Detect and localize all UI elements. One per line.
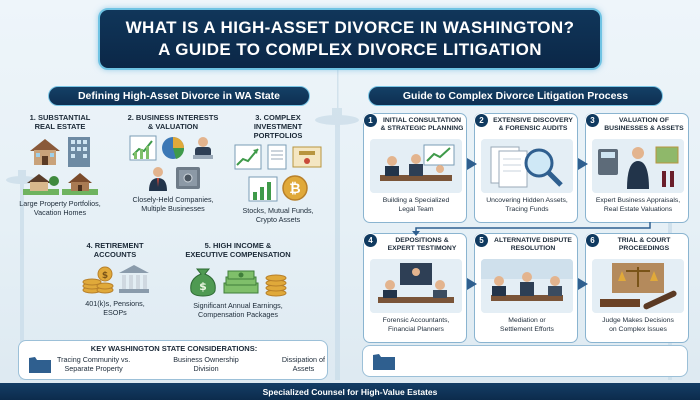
category-caption: Large Property Portfolios,Vacation Homes [19,199,101,217]
category-real-estate: 1. SubstantialReal Estate Large Property… [8,113,112,217]
title-line-2: A Guide to Complex Divorce Litigation [158,40,542,59]
businessman-icon [148,167,167,191]
arrow-right-icon [578,158,588,170]
arrow-return-icon [412,222,651,236]
category-caption: Closely-Held Companies,Multiple Business… [132,195,214,213]
step-caption: Expert Business Appraisals,Real Estate V… [595,197,681,213]
category-caption: 401(k)s, Pensions,ESOPs [85,299,145,317]
category-title: 2. Business Interests& Valuation [127,113,219,131]
arrow-right-icon [467,278,477,290]
process-step-5: 5 Alternative DisputeResolution Mediatio… [474,233,578,343]
step-number-badge: 4 [363,233,378,248]
step-caption: Forensic Accountants,Financial Planners [382,317,450,333]
document-icon [267,144,287,170]
step-title: Extensive Discovery& Forensic Audits [493,117,573,132]
step-number-badge: 3 [585,113,600,128]
step-title: Trial & CourtProceedings [617,237,671,252]
footer-banner: Specialized Counsel for High-Value Estat… [0,383,700,400]
svg-text:$: $ [199,280,207,293]
step-title: Depositions &Expert Testimony [387,237,457,252]
washington-state-map-icon [29,357,51,373]
laptop-person-icon [193,137,213,159]
category-title: 5. High Income &Executive Compensation [185,241,291,259]
category-high-income: 5. High Income &Executive Compensation $… [178,241,298,319]
step-title: Alternative DisputeResolution [494,237,572,252]
growth-chart-icon [129,135,157,161]
building-icon [67,137,90,167]
step-caption: Uncovering Hidden Assets,Tracing Funds [486,197,568,213]
step-number-badge: 2 [474,113,489,128]
step-number-badge: 1 [363,113,378,128]
category-business-interests: 2. Business Interests& Valuation Closely… [118,113,228,213]
svg-text:₿: ₿ [289,181,300,197]
safe-icon [175,167,200,189]
house-icon [29,139,60,165]
category-caption: Stocks, Mutual Funds,Crypto Assets [242,206,314,224]
bonus-certificate-icon [292,146,322,168]
left-section-heading: Defining High-Asset Divorce in WA State [48,86,310,106]
coin-stack-icon: $ [82,266,113,294]
category-retirement-accounts: 4. RetirementAccounts $ 401(k)s, Pension… [62,241,168,317]
cash-stack-icon [223,270,259,294]
step-title: Initial Consultation& Strategic Planning [380,117,464,132]
title-line-1: What is a High-Asset Divorce in Washingt… [125,18,575,37]
process-step-2: 2 Extensive Discovery& Forensic Audits U… [474,113,578,223]
mediation-icon [481,259,573,313]
right-section-heading: Guide to Complex Divorce Litigation Proc… [368,86,663,106]
svg-text:$: $ [101,271,107,281]
gavel-courtroom-icon [592,259,684,313]
step-title: Valuation ofBusinesses & Assets [604,117,684,132]
coin-stack-icon [265,274,287,297]
deposition-icon [370,259,462,313]
category-title: 3. Complex InvestmentPortfolios [253,113,303,140]
magnifying-glass-documents-icon [481,139,573,193]
valuation-expert-icon [592,139,684,193]
category-investment-portfolios: 3. Complex InvestmentPortfolios ₿ Stocks… [232,113,324,224]
washington-considerations-panel: Key Washington State Considerations: Tra… [18,340,328,380]
money-bag-icon: $ [190,268,216,297]
title-banner: What is a High-Asset Divorce in Washingt… [98,8,602,70]
cabin-icon [61,173,98,195]
category-title: 1. SubstantialReal Estate [29,113,91,131]
category-title: 4. RetirementAccounts [86,241,144,259]
arrow-right-icon [467,158,477,170]
step-number-badge: 5 [474,233,489,248]
process-step-3: 3 Valuation ofBusinesses & Assets Expert… [585,113,689,223]
considerations-title: Key Washington State Considerations: [90,344,258,353]
bitcoin-icon: ₿ [281,175,308,201]
pie-chart-icon [162,137,185,159]
process-step-4: 4 Depositions &Expert Testimony Forensic… [363,233,467,343]
process-step-6: 6 Trial & CourtProceedings Judge Makes D… [585,233,689,343]
washington-map-footer-panel [362,345,688,377]
category-caption: Significant Annual Earnings,Compensation… [193,301,283,319]
consideration-tracing: Tracing Community vs.Separate Property [57,355,131,373]
step-number-badge: 6 [585,233,600,248]
consultation-meeting-icon [370,139,462,193]
stock-chart-icon [248,176,277,202]
stock-chart-icon [234,144,262,170]
washington-state-map-icon [373,354,395,370]
bank-icon [118,265,149,293]
vacation-home-icon [22,174,59,195]
process-step-1: 1 Initial Consultation& Strategic Planni… [363,113,467,223]
arrow-right-icon [578,278,588,290]
